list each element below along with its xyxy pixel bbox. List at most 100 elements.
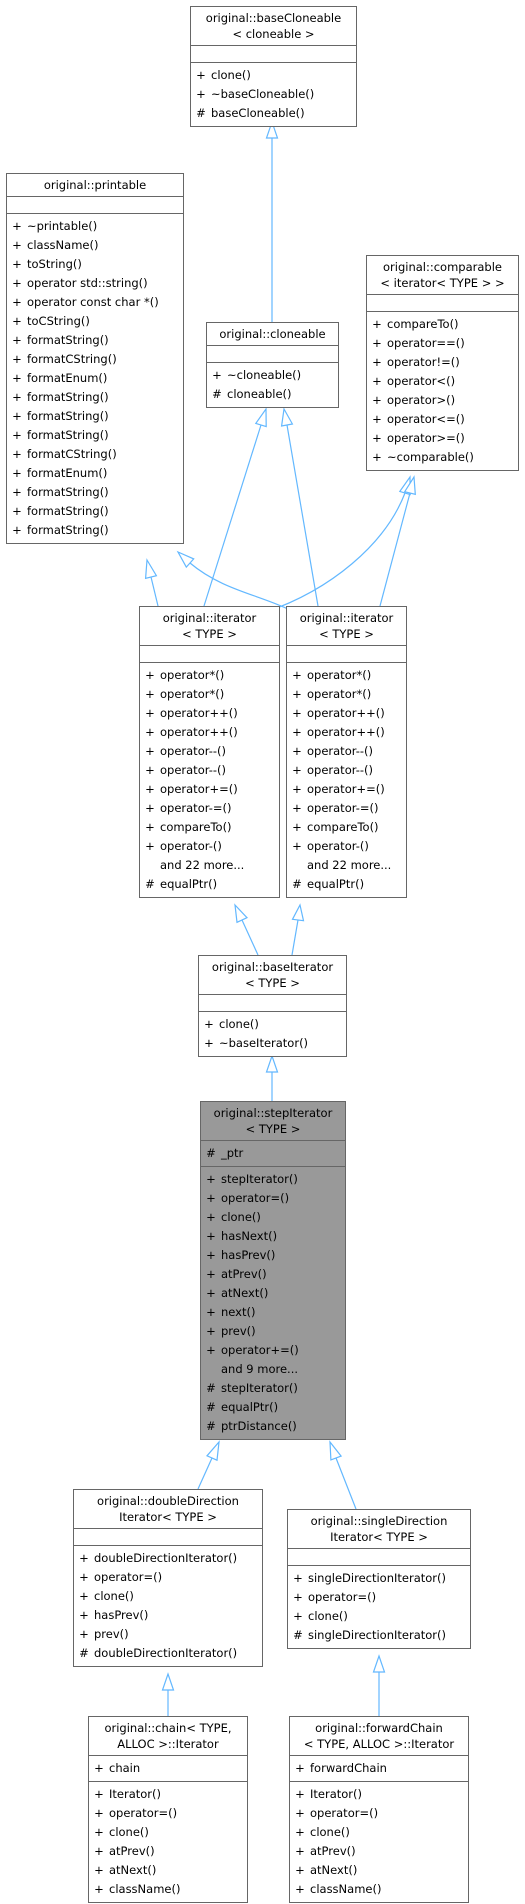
method-row[interactable]: +operator+=(): [140, 780, 279, 799]
method-row[interactable]: +clone(): [290, 1823, 468, 1842]
method-row[interactable]: +compareTo(): [287, 818, 406, 837]
method-row[interactable]: +clone(): [199, 1015, 346, 1034]
class-node-printable[interactable]: original::printable +~printable()+classN…: [6, 173, 184, 544]
method-row[interactable]: +~baseCloneable(): [191, 85, 356, 104]
method-row[interactable]: +hasPrev(): [74, 1606, 262, 1625]
method-row[interactable]: +clone(): [191, 66, 356, 85]
method-row[interactable]: +Iterator(): [290, 1785, 468, 1804]
method-row[interactable]: +~comparable(): [367, 448, 518, 467]
method-row[interactable]: +formatCString(): [7, 350, 183, 369]
method-row[interactable]: +operator++(): [287, 723, 406, 742]
method-row[interactable]: #equalPtr(): [287, 875, 406, 894]
method-row[interactable]: +formatString(): [7, 331, 183, 350]
method-row[interactable]: +hasNext(): [201, 1227, 345, 1246]
method-row[interactable]: #equalPtr(): [140, 875, 279, 894]
method-row[interactable]: +atNext(): [201, 1284, 345, 1303]
method-row[interactable]: +operator*(): [287, 666, 406, 685]
method-row[interactable]: +operator==(): [367, 334, 518, 353]
method-row[interactable]: +hasPrev(): [201, 1246, 345, 1265]
method-row[interactable]: +operator*(): [140, 685, 279, 704]
method-row[interactable]: +operator=(): [201, 1189, 345, 1208]
method-row[interactable]: +~printable(): [7, 217, 183, 236]
method-row[interactable]: +toString(): [7, 255, 183, 274]
method-row[interactable]: +operator+=(): [287, 780, 406, 799]
method-row[interactable]: +operator<=(): [367, 410, 518, 429]
method-row[interactable]: +prev(): [74, 1625, 262, 1644]
method-row[interactable]: +atPrev(): [290, 1842, 468, 1861]
method-row[interactable]: +formatString(): [7, 483, 183, 502]
method-row[interactable]: +clone(): [89, 1823, 247, 1842]
method-row[interactable]: +operator++(): [287, 704, 406, 723]
class-node-iterator-right[interactable]: original::iterator< TYPE > +operator*()+…: [286, 606, 407, 898]
method-row[interactable]: +prev(): [201, 1322, 345, 1341]
class-node-chain-iterator[interactable]: original::chain< TYPE,ALLOC >::Iterator …: [88, 1716, 248, 1903]
method-row[interactable]: +formatString(): [7, 407, 183, 426]
method-row[interactable]: +next(): [201, 1303, 345, 1322]
class-node-forward-chain-iterator[interactable]: original::forwardChain< TYPE, ALLOC >::I…: [289, 1716, 469, 1903]
method-row[interactable]: +doubleDirectionIterator(): [74, 1549, 262, 1568]
method-row[interactable]: +className(): [89, 1880, 247, 1899]
method-row[interactable]: +operator+=(): [201, 1341, 345, 1360]
method-row[interactable]: +Iterator(): [89, 1785, 247, 1804]
method-row[interactable]: +operator>=(): [367, 429, 518, 448]
method-row[interactable]: +~cloneable(): [207, 366, 338, 385]
method-row[interactable]: +clone(): [288, 1607, 470, 1626]
method-row[interactable]: +className(): [290, 1880, 468, 1899]
class-node-cloneable[interactable]: original::cloneable +~cloneable()#clonea…: [206, 322, 339, 408]
class-node-step-iterator[interactable]: original::stepIterator< TYPE > #_ptr +st…: [200, 1101, 346, 1440]
method-row[interactable]: +compareTo(): [140, 818, 279, 837]
method-row[interactable]: +operator-=(): [287, 799, 406, 818]
method-row[interactable]: +operator=(): [288, 1588, 470, 1607]
method-row[interactable]: #baseCloneable(): [191, 104, 356, 123]
method-row[interactable]: #stepIterator(): [201, 1379, 345, 1398]
method-row[interactable]: #cloneable(): [207, 385, 338, 404]
class-node-base-iterator[interactable]: original::baseIterator< TYPE > +clone()+…: [198, 955, 347, 1057]
method-row[interactable]: +operator*(): [140, 666, 279, 685]
method-row[interactable]: +formatCString(): [7, 445, 183, 464]
method-row[interactable]: +operator>(): [367, 391, 518, 410]
method-row[interactable]: +operator std::string(): [7, 274, 183, 293]
method-row[interactable]: +operator!=(): [367, 353, 518, 372]
method-row[interactable]: +clone(): [201, 1208, 345, 1227]
method-row[interactable]: +compareTo(): [367, 315, 518, 334]
method-row[interactable]: #equalPtr(): [201, 1398, 345, 1417]
method-row[interactable]: +stepIterator(): [201, 1170, 345, 1189]
method-row[interactable]: +operator=(): [290, 1804, 468, 1823]
attribute-row[interactable]: +forwardChain: [290, 1759, 468, 1778]
method-row[interactable]: +operator-(): [140, 837, 279, 856]
method-row[interactable]: +formatString(): [7, 388, 183, 407]
class-node-base-cloneable[interactable]: original::baseCloneable< cloneable > +cl…: [190, 6, 357, 127]
method-row[interactable]: +operator--(): [140, 761, 279, 780]
method-row[interactable]: #ptrDistance(): [201, 1417, 345, 1436]
method-row[interactable]: +formatString(): [7, 521, 183, 540]
method-row[interactable]: +operator--(): [287, 761, 406, 780]
method-row[interactable]: +atPrev(): [89, 1842, 247, 1861]
method-row[interactable]: +operator-(): [287, 837, 406, 856]
method-row[interactable]: +atPrev(): [201, 1265, 345, 1284]
method-row[interactable]: +toCString(): [7, 312, 183, 331]
attribute-row[interactable]: +chain: [89, 1759, 247, 1778]
method-row[interactable]: +formatString(): [7, 426, 183, 445]
method-row[interactable]: +clone(): [74, 1587, 262, 1606]
method-row[interactable]: +operator const char *(): [7, 293, 183, 312]
method-row[interactable]: +operator=(): [89, 1804, 247, 1823]
method-row[interactable]: #doubleDirectionIterator(): [74, 1644, 262, 1663]
method-row[interactable]: +className(): [7, 236, 183, 255]
method-row[interactable]: +atNext(): [290, 1861, 468, 1880]
method-row[interactable]: #singleDirectionIterator(): [288, 1626, 470, 1645]
class-node-comparable[interactable]: original::comparable< iterator< TYPE > >…: [366, 255, 519, 471]
method-row[interactable]: +singleDirectionIterator(): [288, 1569, 470, 1588]
method-row[interactable]: +formatString(): [7, 502, 183, 521]
method-row[interactable]: +operator*(): [287, 685, 406, 704]
method-row[interactable]: +operator++(): [140, 704, 279, 723]
class-node-iterator-left[interactable]: original::iterator< TYPE > +operator*()+…: [139, 606, 280, 898]
method-row[interactable]: +operator--(): [140, 742, 279, 761]
method-row[interactable]: +operator++(): [140, 723, 279, 742]
method-row[interactable]: +~baseIterator(): [199, 1034, 346, 1053]
method-row[interactable]: +operator=(): [74, 1568, 262, 1587]
method-row[interactable]: +formatEnum(): [7, 464, 183, 483]
method-row[interactable]: +operator--(): [287, 742, 406, 761]
method-row[interactable]: +operator-=(): [140, 799, 279, 818]
